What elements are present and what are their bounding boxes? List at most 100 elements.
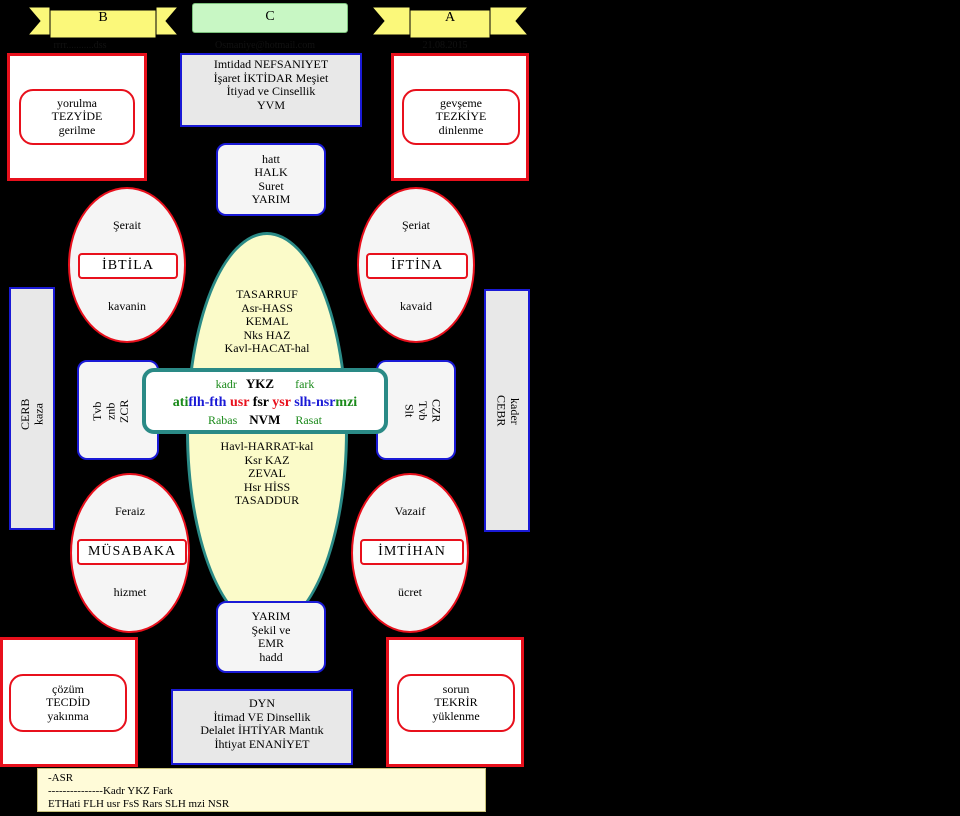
corner-bl-line-2: TECDİD — [46, 695, 90, 710]
ellipse-tl-top: Şerait — [113, 218, 141, 232]
center-bottom-line-5: TASADDUR — [234, 493, 300, 507]
corner-br-line-3: yüklenme — [432, 708, 480, 723]
side-left-line-1: Tvb — [90, 401, 104, 421]
corner-bl-line-3: yakınma — [47, 708, 89, 723]
ellipse-br-bottom: ücret — [398, 585, 422, 599]
left-banner-label: B — [98, 10, 108, 25]
ellipse-tl-label: İBTİLA — [78, 253, 178, 279]
far-right-line-2: CEBR — [494, 395, 509, 427]
top-mid-line-3: Suret — [258, 178, 284, 193]
core-row-1: kadr YKZ fark — [146, 377, 384, 392]
top-mid-line-4: YARIM — [251, 192, 291, 206]
core-ykz: YKZ — [245, 376, 275, 391]
center-bottom-line-3: ZEVAL — [248, 466, 286, 480]
core-seg-6: slh-nsr — [294, 395, 336, 410]
ellipse-bottom-right: Vazaif İMTİHAN ücret — [351, 473, 469, 633]
side-far-right-box: kader CEBR — [484, 289, 530, 532]
far-right-line-1: kader — [508, 397, 522, 425]
right-ribbon-banner — [372, 6, 528, 39]
ellipse-bottom-left: Feraiz MÜSABAKA hizmet — [70, 473, 190, 633]
corner-br-line-2: TEKRİR — [434, 695, 478, 710]
bottom-center-line-3: Delalet İHTİYAR Mantık — [200, 723, 324, 737]
bottom-mid-line-2: Şekil ve — [251, 622, 291, 637]
core-seg-1: ati — [172, 395, 189, 410]
left-caption: rrrr...........dss — [53, 40, 107, 51]
side-far-left-text: CERB kaza — [18, 384, 46, 444]
core-row-3: Rabas NVM Rasat — [146, 413, 384, 428]
corner-top-right-inner: gevşeme TEZKİYE dinlenme — [402, 89, 520, 145]
core-rabas: Rabas — [207, 413, 238, 427]
top-center-box: Imtidad NEFSANIYET İşaret İKTİDAR Meşiet… — [180, 53, 362, 127]
corner-tr-line-1: gevşeme — [440, 95, 482, 110]
center-top-line-3: KEMAL — [245, 314, 289, 328]
ellipse-tr-bottom: kavaid — [400, 299, 432, 313]
corner-bottom-left: çözüm TECDİD yakınma — [0, 637, 138, 767]
core-seg-2: flh-fth — [188, 395, 230, 410]
center-ellipse-top-text: TASARRUF Asr-HASS KEMAL Nks HAZ Kavl-HAC… — [189, 287, 345, 356]
date-caption: 21.08.2015 — [422, 40, 468, 51]
ellipse-tr-top: Şeriat — [402, 218, 430, 232]
center-bottom-line-2: Ksr KAZ — [244, 452, 290, 467]
ellipse-tl-bottom: kavanin — [108, 299, 146, 313]
side-left-line-3: ZCR — [117, 399, 131, 423]
side-left-line-2: znb — [103, 402, 118, 420]
center-header-label: C — [265, 9, 275, 24]
side-right-small-text: CZR Tvb Slt — [402, 386, 444, 436]
ellipse-top-right: Şeriat İFTİNA kavaid — [357, 187, 475, 343]
bottom-note-line-2: ---------------Kadr YKZ Fark — [48, 785, 173, 797]
core-seg-7: mzi — [335, 395, 358, 410]
core-seg-4: fsr — [252, 395, 273, 410]
side-right-line-2: Tvb — [416, 401, 430, 421]
corner-tr-line-2: TEZKİYE — [435, 109, 487, 124]
side-right-line-3: Slt — [402, 404, 417, 418]
core-nvm: NVM — [249, 412, 281, 427]
bottom-mid-box: YARIM Şekil ve EMR hadd — [216, 601, 326, 673]
corner-bottom-right-inner: sorun TEKRİR yüklenme — [397, 674, 515, 732]
bottom-center-line-2: İtimad VE Dinsellik — [213, 709, 311, 724]
corner-bottom-right: sorun TEKRİR yüklenme — [386, 637, 524, 767]
email-caption[interactable]: Osmaniye@hotmail.com — [214, 40, 316, 51]
corner-top-left-inner: yorulma TEZYİDE gerilme — [19, 89, 135, 145]
core-kadr: kadr — [215, 377, 237, 391]
core-seg-3: usr — [229, 395, 253, 410]
corner-tl-line-1: yorulma — [57, 95, 97, 110]
bottom-mid-line-3: EMR — [257, 636, 284, 650]
center-top-line-4: Nks HAZ — [243, 327, 291, 342]
center-top-line-1: TASARRUF — [236, 287, 298, 301]
side-right-line-1: CZR — [429, 399, 444, 423]
center-bottom-line-1: Havl-HARRAT-kal — [220, 439, 314, 453]
ellipse-bl-bottom: hizmet — [113, 585, 147, 599]
center-bottom-line-4: Hsr HİSS — [243, 479, 291, 494]
corner-bl-line-1: çözüm — [52, 681, 84, 696]
bottom-mid-line-4: hadd — [259, 649, 283, 664]
core-fark: fark — [295, 377, 315, 391]
core-rasat: Rasat — [295, 413, 323, 427]
bottom-center-box: DYN İtimad VE Dinsellik Delalet İHTİYAR … — [171, 689, 353, 765]
top-mid-line-2: HALK — [254, 165, 288, 179]
ellipse-br-label: İMTİHAN — [360, 539, 464, 565]
top-mid-box: hatt HALK Suret YARIM — [216, 143, 326, 216]
right-banner-label: A — [444, 10, 456, 25]
center-top-line-5: Kavl-HACAT-hal — [224, 341, 310, 355]
top-center-line-2: İşaret İKTİDAR Meşiet — [213, 70, 329, 85]
center-top-line-2: Asr-HASS — [241, 300, 293, 315]
left-ribbon-banner — [28, 6, 178, 39]
bottom-note-line-1: -ASR — [48, 772, 74, 784]
ellipse-bl-label: MÜSABAKA — [77, 539, 187, 565]
ellipse-tr-label: İFTİNA — [366, 253, 468, 279]
side-left-small-text: Tvb znb ZCR — [90, 386, 132, 436]
ellipse-br-top: Vazaif — [394, 504, 426, 518]
side-far-left-box: CERB kaza — [9, 287, 55, 530]
center-header-box: C — [192, 3, 348, 33]
corner-bottom-left-inner: çözüm TECDİD yakınma — [9, 674, 127, 732]
top-center-line-3: İtiyad ve Cinsellik — [226, 84, 316, 98]
corner-tl-line-3: gerilme — [58, 122, 96, 137]
center-core-box: kadr YKZ fark atiflh-fth usr fsr ysr slh… — [142, 368, 388, 434]
core-row-2: atiflh-fth usr fsr ysr slh-nsrmzi — [146, 394, 384, 411]
side-far-right-text: kader CEBR — [494, 381, 523, 441]
ellipse-bl-top: Feraiz — [115, 504, 145, 518]
top-center-line-1: Imtidad NEFSANIYET — [213, 57, 329, 71]
corner-tl-line-2: TEZYİDE — [51, 109, 103, 124]
far-left-line-1: CERB — [18, 398, 32, 430]
far-left-line-2: kaza — [31, 403, 46, 425]
